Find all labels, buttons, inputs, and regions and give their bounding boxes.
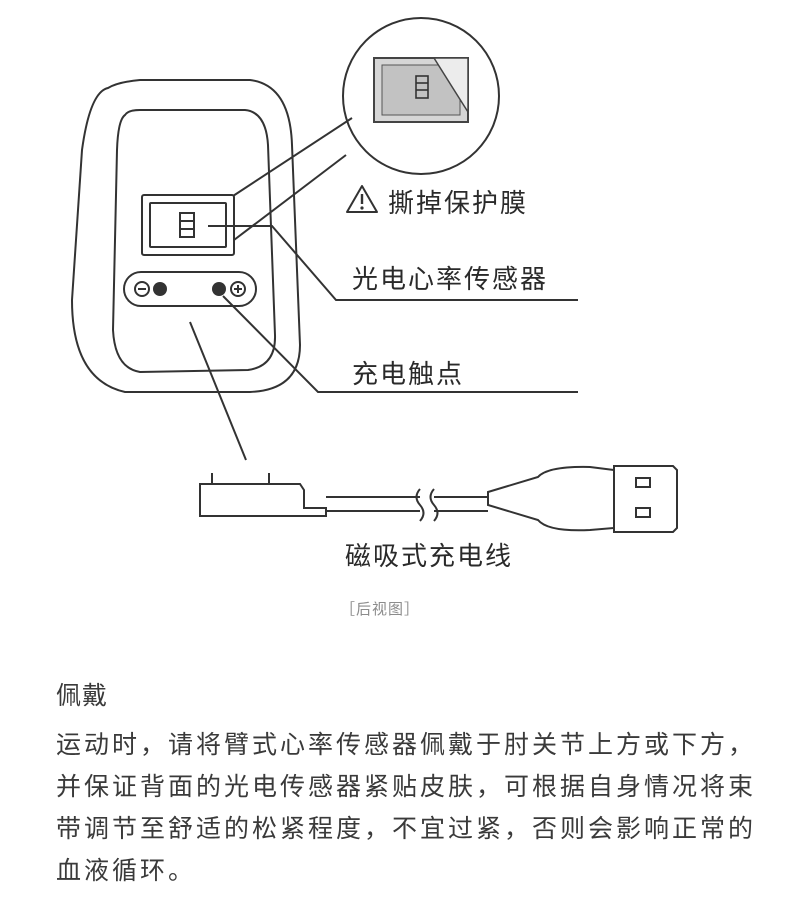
contact-negative (153, 282, 167, 296)
cable-leader (189, 321, 247, 461)
device-inner-panel (111, 109, 277, 374)
contacts-bar (123, 271, 257, 307)
plus-icon (230, 281, 246, 297)
zoom-leader-2 (233, 154, 347, 241)
rear-view-caption: ［后视图］ (340, 600, 421, 618)
zoom-leader-1 (232, 117, 353, 197)
usb-plug-body (487, 465, 615, 532)
wearing-section: 佩戴 运动时，请将臂式心率传感器佩戴于肘关节上方或下方，并保证背面的光电传感器紧… (56, 676, 756, 892)
optical-sensor-label: 光电心率传感器 (352, 265, 549, 295)
warning-icon (346, 185, 378, 213)
diagram-drawing (70, 17, 678, 533)
peel-film-label: 撕掉保护膜 (388, 189, 529, 219)
contacts-leader (222, 295, 578, 393)
wearing-title: 佩戴 (56, 681, 109, 710)
usb-metal (613, 465, 678, 533)
zoom-circle (342, 17, 500, 175)
peel-corner (432, 57, 469, 115)
product-diagram: 撕掉保护膜 光电心率传感器 充电触点 磁吸式充电线 ［后视图］ (70, 17, 678, 618)
magnetic-cable-label: 磁吸式充电线 (345, 542, 514, 572)
magnetic-connector (199, 483, 327, 517)
minus-icon (134, 281, 150, 297)
device-shell (70, 79, 302, 393)
charging-contacts-label: 充电触点 (352, 360, 465, 390)
sensor-glyph (179, 212, 195, 238)
wearing-instructions: 运动时，请将臂式心率传感器佩戴于肘关节上方或下方，并保证背面的光电传感器紧贴皮肤… (56, 730, 757, 885)
contact-positive (212, 282, 226, 296)
sensor-leader (208, 225, 578, 301)
